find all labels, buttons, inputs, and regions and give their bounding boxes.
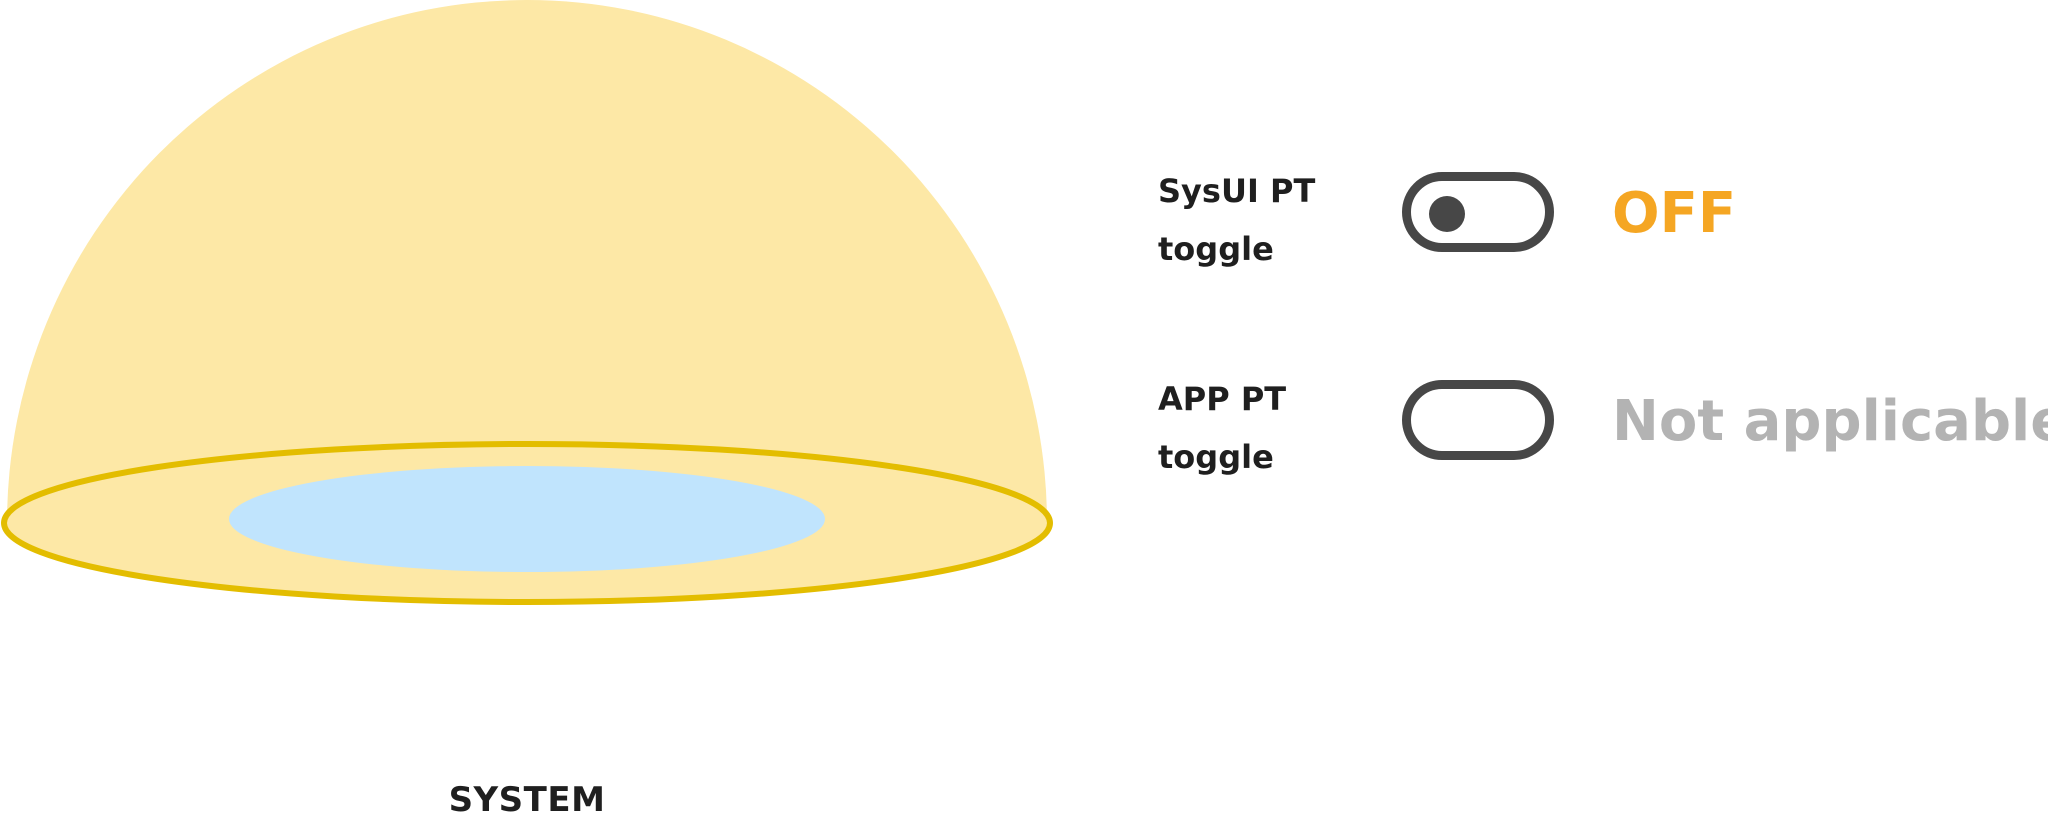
inner-region xyxy=(229,466,825,572)
app-pt-status: Not applicable xyxy=(1612,389,2048,454)
sysui-pt-status: OFF xyxy=(1612,181,1737,246)
sysui-pt-toggle-label: SysUI PT toggle xyxy=(1158,162,1378,278)
base-ring xyxy=(1,441,1053,605)
app-pt-toggle-label: APP PT toggle xyxy=(1158,370,1378,486)
sysui-pt-label-line1: SysUI PT xyxy=(1158,172,1316,210)
system-dome-diagram xyxy=(1,0,1053,605)
dome-shape xyxy=(7,0,1047,523)
toggle-knob xyxy=(1429,196,1465,232)
sysui-pt-label-line2: toggle xyxy=(1158,230,1274,268)
system-label: SYSTEM xyxy=(448,780,606,820)
app-pt-label-line2: toggle xyxy=(1158,438,1274,476)
app-pt-toggle[interactable] xyxy=(1402,380,1554,460)
app-pt-label-line1: APP PT xyxy=(1158,380,1287,418)
sysui-pt-toggle[interactable] xyxy=(1402,172,1554,252)
